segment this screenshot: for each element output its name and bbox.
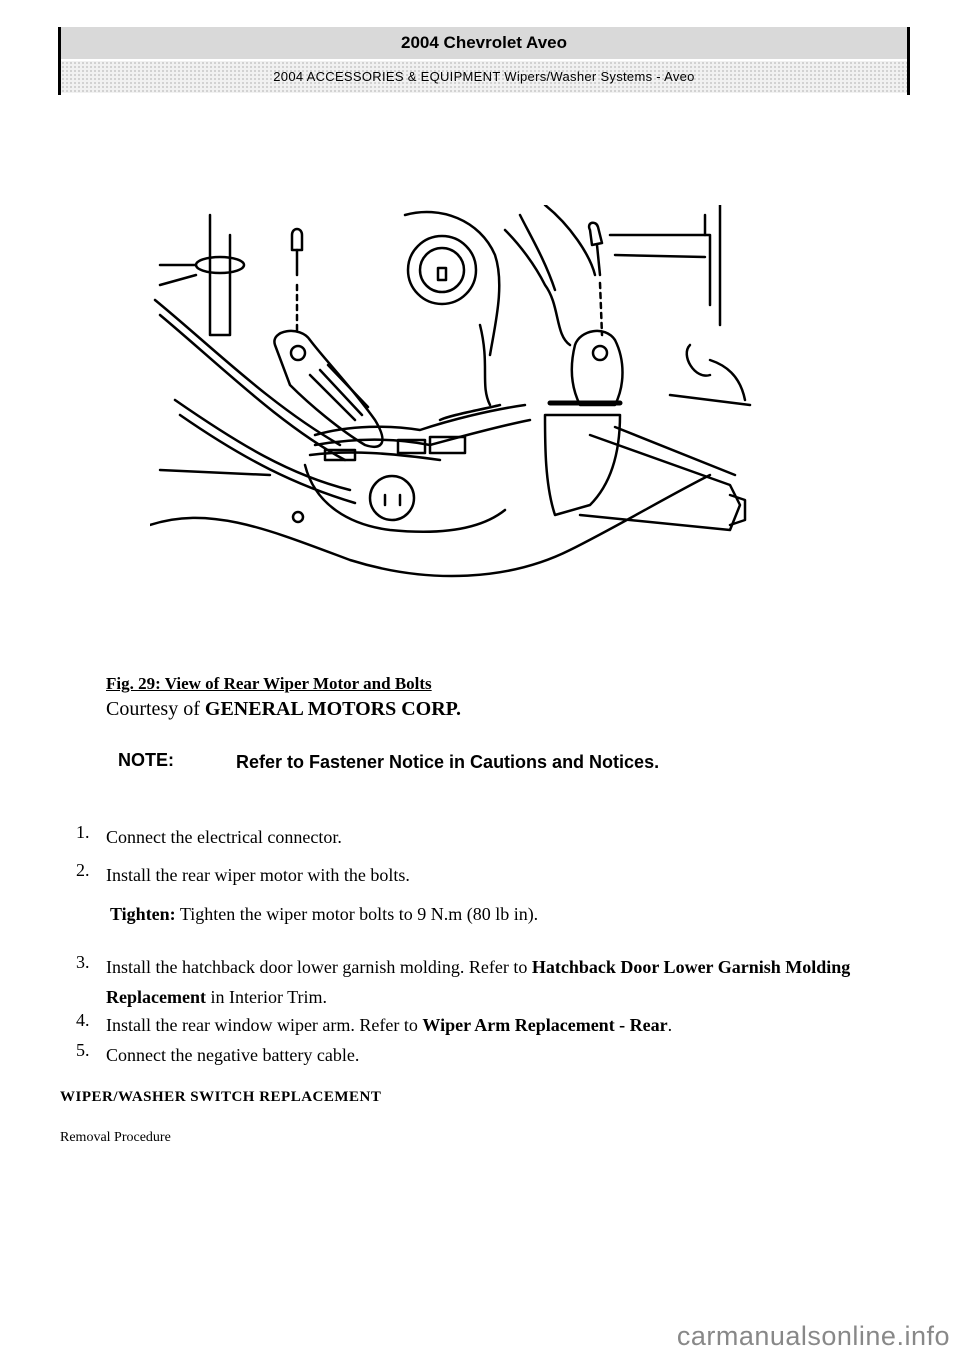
- step-text: Install the hatchback door lower garnish…: [106, 952, 876, 1012]
- figure-courtesy: Courtesy of GENERAL MOTORS CORP.: [106, 698, 461, 721]
- step-number: 2.: [76, 860, 90, 880]
- subsection-title: Removal Procedure: [60, 1130, 171, 1145]
- site-watermark: carmanualsonline.info: [676, 1321, 950, 1351]
- step-number: 5.: [76, 1040, 90, 1060]
- step-text-post: .: [667, 1015, 673, 1035]
- step-number: 1.: [76, 822, 90, 842]
- document-subtitle: 2004 ACCESSORIES & EQUIPMENT Wipers/Wash…: [61, 61, 907, 93]
- section-title: WIPER/WASHER SWITCH REPLACEMENT: [60, 1089, 382, 1105]
- courtesy-source: GENERAL MOTORS CORP.: [204, 698, 462, 720]
- step-text: Install the rear window wiper arm. Refer…: [106, 1010, 876, 1040]
- wiper-arm-link[interactable]: Wiper Arm Replacement - Rear: [422, 1015, 668, 1035]
- note-label: NOTE:: [118, 750, 174, 770]
- step-text-pre: Install the hatchback door lower garnish…: [106, 957, 532, 977]
- document-title: 2004 Chevrolet Aveo: [61, 27, 907, 61]
- note-text: Refer to Fastener Notice in Cautions and…: [236, 752, 660, 772]
- step-text-pre: Install the rear window wiper arm. Refer…: [106, 1015, 423, 1035]
- figure-caption-link[interactable]: Fig. 29: View of Rear Wiper Motor and Bo…: [106, 674, 432, 693]
- step-number: 3.: [76, 952, 90, 972]
- hatchback-garnish-link[interactable]: Hatchback Door Lower Garnish Molding Rep…: [106, 957, 851, 1007]
- step-text: Connect the negative battery cable.: [106, 1045, 360, 1065]
- courtesy-prefix: Courtesy of: [106, 698, 205, 720]
- step-text-post: in Interior Trim.: [205, 987, 327, 1007]
- document-header: 2004 Chevrolet Aveo 2004 ACCESSORIES & E…: [58, 27, 910, 95]
- tighten-label: Tighten:: [110, 904, 176, 924]
- figure-caption: Fig. 29: View of Rear Wiper Motor and Bo…: [106, 674, 461, 721]
- rear-wiper-motor-illustration: [150, 205, 752, 578]
- tighten-text: Tighten the wiper motor bolts to 9 N.m (…: [175, 904, 539, 924]
- tighten-spec: Tighten: Tighten the wiper motor bolts t…: [110, 904, 538, 925]
- step-number: 4.: [76, 1010, 90, 1030]
- step-text: Install the rear wiper motor with the bo…: [106, 865, 410, 885]
- step-text: Connect the electrical connector.: [106, 827, 342, 847]
